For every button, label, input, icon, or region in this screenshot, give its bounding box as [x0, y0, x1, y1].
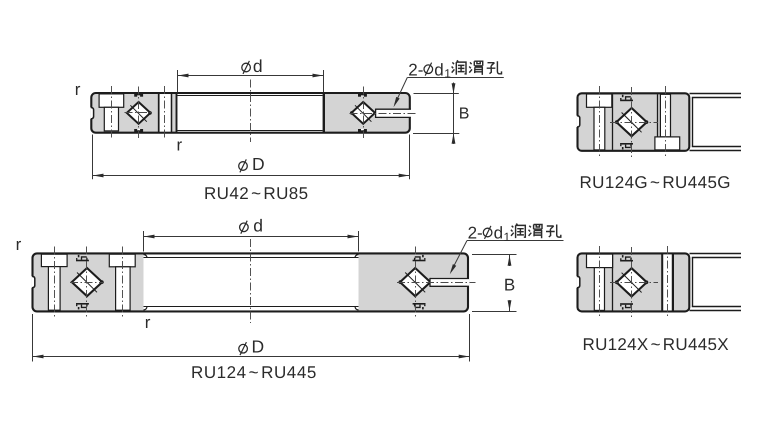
svg-text:d: d [434, 60, 443, 79]
svg-text:r: r [16, 235, 22, 254]
svg-text:B: B [459, 106, 470, 123]
svg-text:1: 1 [444, 67, 451, 81]
svg-text:RU124~RU445: RU124~RU445 [191, 363, 317, 382]
svg-text:B: B [504, 276, 515, 295]
svg-text:D: D [252, 337, 265, 357]
svg-text:1: 1 [504, 230, 511, 244]
svg-text:d: d [494, 224, 503, 243]
svg-text:r: r [177, 135, 183, 154]
svg-text:2-: 2- [468, 224, 483, 243]
svg-text:D: D [252, 154, 265, 174]
svg-text:2-: 2- [408, 60, 423, 79]
svg-text:RU124G~RU445G: RU124G~RU445G [580, 173, 731, 192]
svg-text:RU42~RU85: RU42~RU85 [204, 184, 308, 203]
svg-text:d: d [253, 56, 263, 76]
svg-text:RU124X~RU445X: RU124X~RU445X [583, 335, 729, 354]
svg-text:r: r [145, 313, 151, 332]
svg-text:r: r [75, 80, 81, 99]
svg-text:d: d [253, 216, 263, 236]
